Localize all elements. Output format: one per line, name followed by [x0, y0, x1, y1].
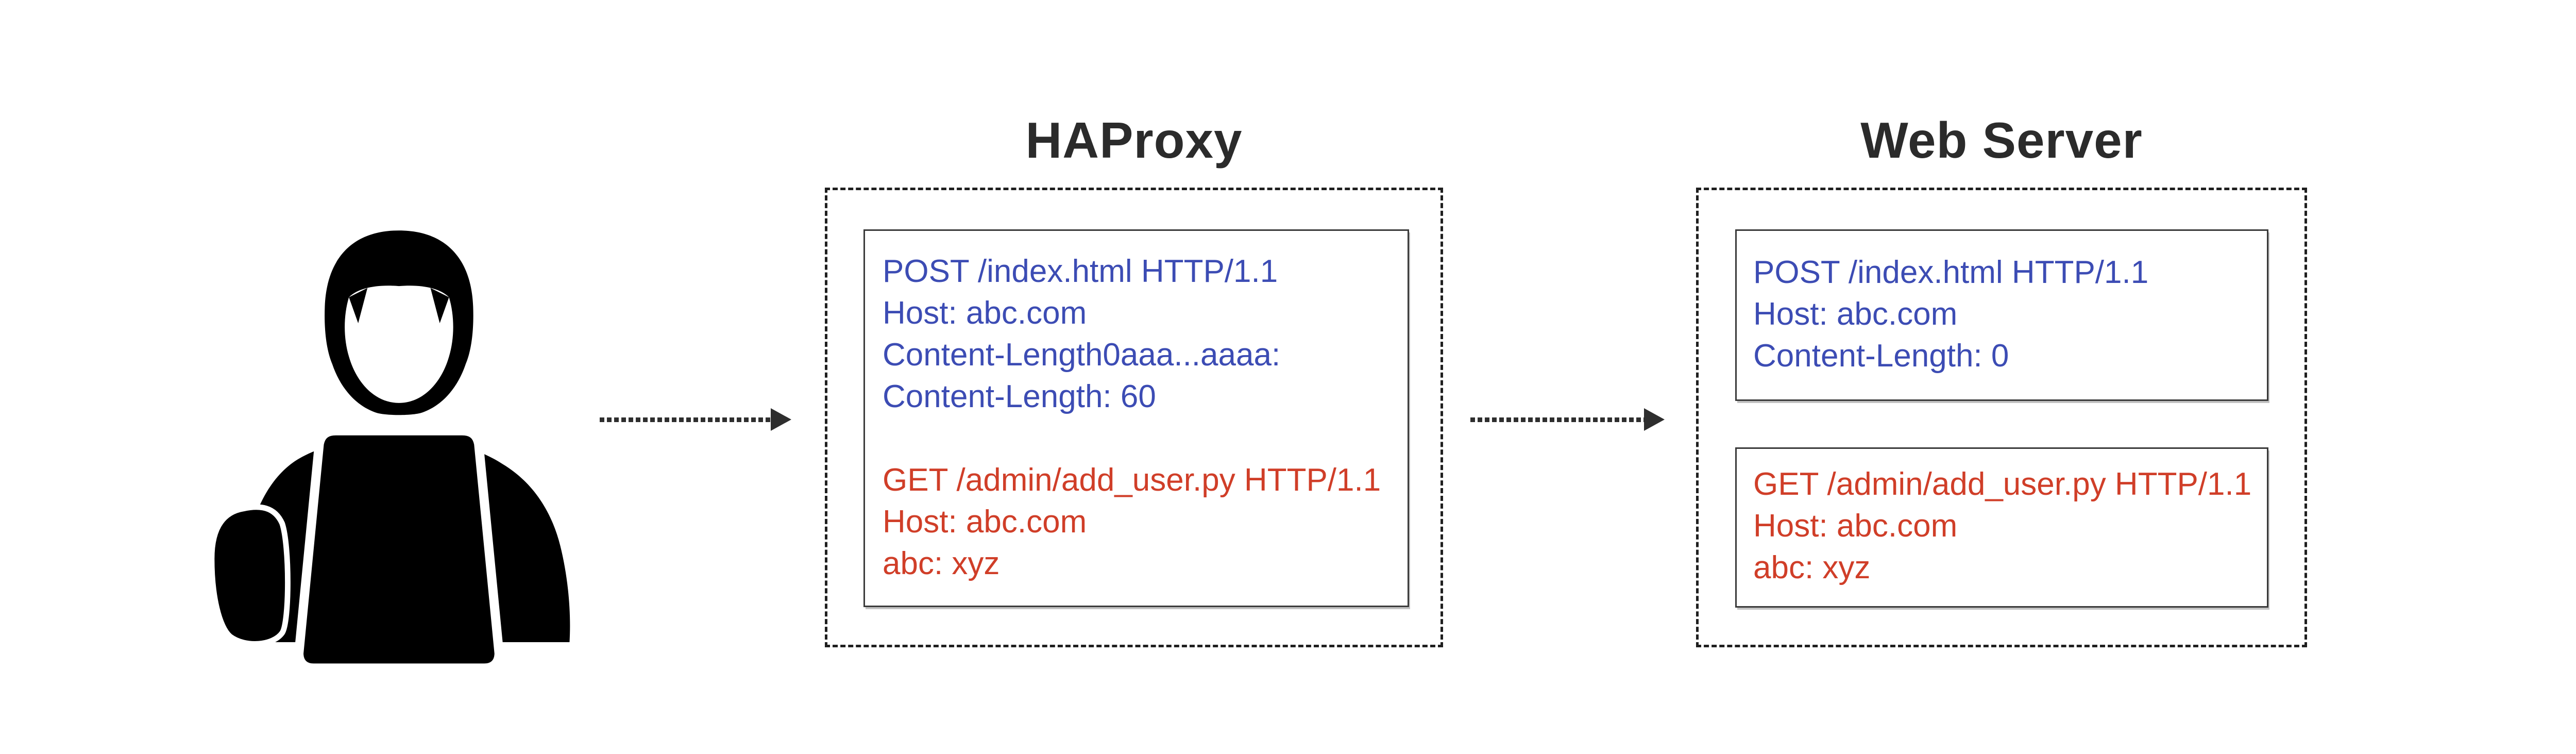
request-line: Content-Length0aaa...aaaa:	[883, 337, 1281, 373]
smuggled-request-line: abc: xyz	[883, 546, 1000, 581]
request-line: Content-Length: 0	[1753, 338, 2009, 374]
smuggled-request-line: abc: xyz	[1753, 550, 1871, 585]
arrowhead-icon	[1644, 408, 1665, 431]
arrow-user-to-haproxy	[600, 408, 791, 431]
arrowhead-icon	[771, 408, 791, 431]
user-at-laptop-icon	[209, 230, 570, 670]
smuggled-request-line: Host: abc.com	[883, 504, 1087, 540]
smuggled-request-line: Host: abc.com	[1753, 508, 1958, 544]
smuggled-request-line: GET /admin/add_user.py HTTP/1.1	[1753, 466, 2252, 502]
request-line: Host: abc.com	[1753, 296, 1958, 332]
webserver-request-box-1: POST /index.html HTTP/1.1 Host: abc.com …	[1735, 229, 2268, 401]
request-line: POST /index.html HTTP/1.1	[1753, 255, 2149, 290]
arrow-haproxy-to-webserver	[1470, 408, 1665, 431]
request-line: Host: abc.com	[883, 295, 1087, 331]
webserver-title: Web Server	[1860, 112, 2143, 169]
haproxy-node-boundary	[825, 188, 1443, 647]
webserver-node-boundary	[1696, 188, 2307, 647]
haproxy-title: HAProxy	[1025, 112, 1243, 169]
webserver-request-box-2: GET /admin/add_user.py HTTP/1.1 Host: ab…	[1735, 447, 2268, 608]
request-line: POST /index.html HTTP/1.1	[883, 254, 1278, 289]
haproxy-request-box: POST /index.html HTTP/1.1 Host: abc.com …	[863, 229, 1409, 607]
request-line: Content-Length: 60	[883, 379, 1156, 414]
dotted-line	[600, 417, 771, 422]
smuggled-request-line: GET /admin/add_user.py HTTP/1.1	[883, 462, 1381, 498]
dotted-line	[1470, 417, 1645, 422]
blank-line	[883, 417, 1408, 459]
